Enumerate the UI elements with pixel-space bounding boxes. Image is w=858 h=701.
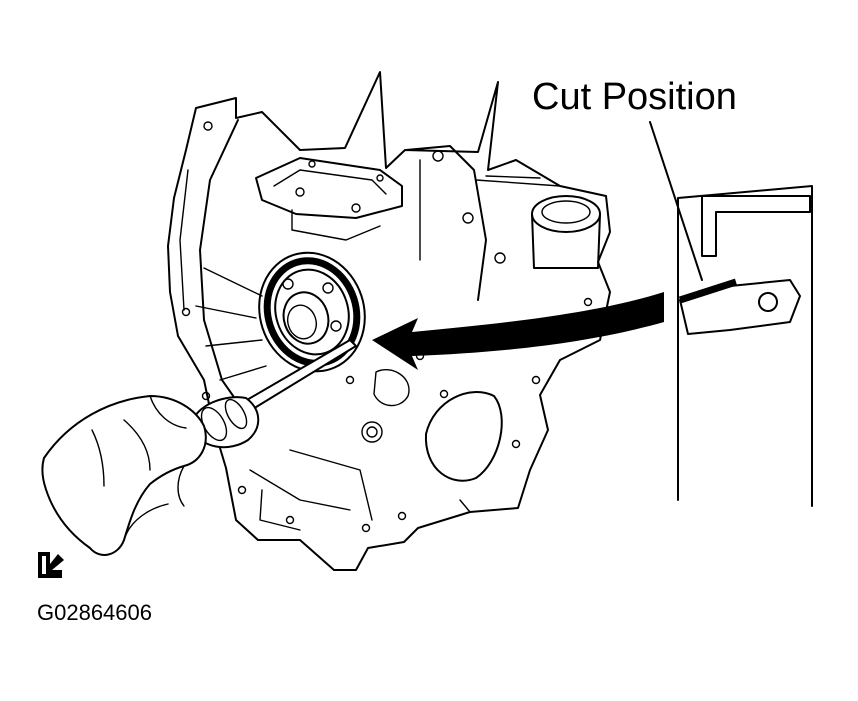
callout-leader-line xyxy=(649,121,703,281)
figure-code: G02864606 xyxy=(37,600,152,625)
cut-position-label: Cut Position xyxy=(532,76,737,118)
pointer-arrow xyxy=(372,292,664,370)
seal-packer-symbol-icon xyxy=(38,552,64,578)
screwdriver-and-hand xyxy=(41,339,357,556)
cut-position-detail-inset xyxy=(677,185,813,507)
